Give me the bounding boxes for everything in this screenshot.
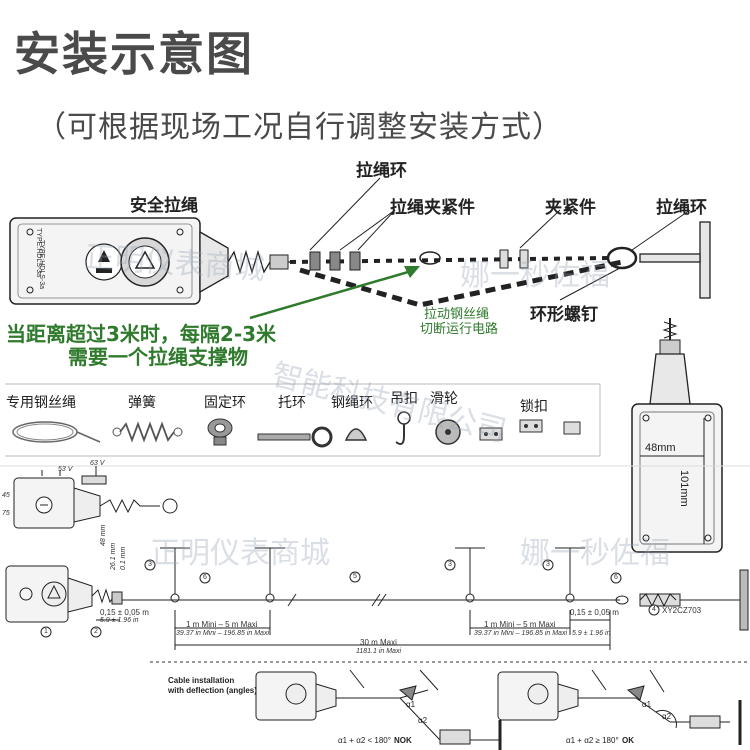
dim-span-2-in: 39.37 in Mini – 196.85 in Maxi [474,630,567,637]
pulley-icon [435,419,461,445]
accessory-spring-label: 弹簧 [128,395,156,411]
thimble-icon [344,428,368,441]
label-clamp: 夹紧件 [545,198,596,218]
label-rope-ring-right: 拉绳环 [656,198,707,218]
watermark-4: 正明仪表商城 [150,536,330,571]
dim-top-b: 63 V [90,460,105,467]
label-pull-note-1: 拉动钢丝绳 [424,307,490,322]
eye-bolt-icon [257,426,333,448]
wire-lock-icon [479,419,581,441]
callout-4: 4 [652,606,656,613]
hook-icon [395,411,411,445]
watermark-2: 娜一秒佐福 [460,258,610,293]
safety-rope-top [289,221,711,308]
fixing-ring-icon [207,418,233,446]
nok-formula: α1 + α2 < 180° [338,736,391,745]
callout-5a: 5 [353,573,357,580]
callout-6a: 6 [203,574,207,581]
dim-v3: 0.1 mm [120,546,127,570]
part-code: XY2CZ703 [662,606,702,615]
accessory-thimble-label: 钢绳环 [331,395,373,411]
dim-v2: 26.1 mm [110,542,117,570]
label-leaders-top [309,177,691,301]
label-pull-note-2: 切断运行电路 [420,322,499,337]
dim-span-1: 1 m Mini – 5 m Maxi [186,620,258,629]
callout-3c: 3 [546,561,550,568]
device-type-label: TYPE:HDLS-3a [35,228,42,278]
pull-arrow [249,266,420,320]
switch-box: TYPE:HDLS-3a [9,217,290,305]
wire-coil-icon [12,421,101,443]
deflection-title-2: with deflection (angles) [168,686,257,695]
ceiling-supports [160,547,585,603]
dim-v1: 48 mm [100,524,107,546]
dim-spacing-2-in: 5.9 ± 1.96 in [572,630,611,637]
label-support-note-2: 需要一个拉绳支撑物 [68,345,248,369]
callout-markers [40,559,660,638]
dim-total: 30 m Maxi [360,638,397,647]
dim-top-a: 53 V [58,466,73,473]
label-rope-ring-top: 拉绳环 [356,161,407,181]
callout-2: 2 [94,628,98,635]
ok-alpha-1: α1 [642,700,652,709]
dim-span-2: 1 m Mini – 5 m Maxi [484,620,556,629]
deflection-diagram [150,661,750,750]
accessory-eye-bolt-label: 托环 [278,395,306,411]
ok-alpha-2: α2 [662,712,672,721]
dim-left-b: 75 [2,510,10,517]
accessory-lock-label: 锁扣 [520,399,548,415]
dim-spacing-2: 0,15 ± 0,05 m [570,608,619,617]
side-view-height: 101mm [678,470,690,507]
tech-drawing [0,465,750,650]
label-safety-rope: 安全拉绳 [130,196,198,216]
side-view-device [631,318,723,553]
dim-spacing-1: 0,15 ± 0,05 m [100,608,149,617]
page-subtitle: （可根据现场工况自行调整安装方式） [36,110,563,145]
deflection-title-1: Cable installation [168,676,235,685]
accessory-fixing-ring-label: 固定环 [204,395,246,411]
ok-formula: α1 + α2 ≥ 180° [566,736,619,745]
dim-total-in: 1181.1 in Maxi [356,648,402,655]
nok-alpha-1: α1 [406,700,416,709]
accessory-hook-label: 吊扣 [390,391,418,407]
dim-spacing-1-in: 5.9 ± 1.96 in [100,617,139,624]
side-view-width: 48mm [645,442,676,454]
label-support-note-1: 当距离超过3米时，每隔2-3米 [6,322,277,346]
page-title: 安装示意图 [14,27,254,81]
watermark-5: 娜一秒佐福 [520,536,670,571]
label-rope-clamp: 拉绳夹紧件 [390,198,475,218]
callout-6b: 6 [614,574,618,581]
accessory-pulley-label: 滑轮 [430,391,458,407]
spring-icon [112,421,183,443]
callout-3b: 3 [448,561,452,568]
callout-3a: 3 [148,561,152,568]
svg-text:TYPE:HDLS-3a: TYPE:HDLS-3a [38,240,45,289]
accessories-frame [5,383,601,457]
nok-alpha-2: α2 [418,716,428,725]
callout-1: 1 [44,628,48,635]
dim-left-a: 45 [2,492,10,499]
nok-label: NOK [394,736,412,745]
ok-label: OK [622,736,634,745]
label-ring-screw: 环形螺钉 [530,305,598,325]
dim-span-1-in: 39.37 in Mini – 196.85 in Maxi [176,630,269,637]
accessory-wire-label: 专用钢丝绳 [6,395,76,411]
